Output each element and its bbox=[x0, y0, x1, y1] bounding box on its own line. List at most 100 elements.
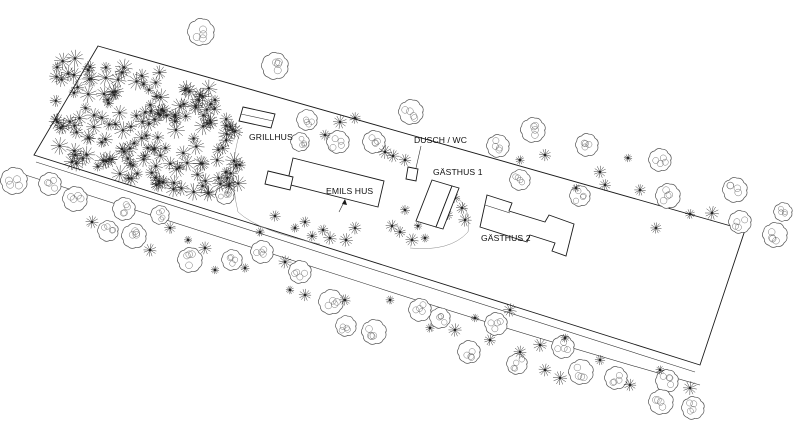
tree-icon bbox=[218, 132, 234, 148]
tree-icon bbox=[339, 323, 346, 330]
tree-icon bbox=[463, 351, 471, 359]
tree-icon bbox=[210, 152, 225, 168]
tree-icon bbox=[339, 294, 351, 306]
tree-icon bbox=[296, 109, 318, 131]
tree-icon bbox=[14, 181, 23, 190]
tree-icon bbox=[585, 141, 593, 148]
building-gasthus-2 bbox=[479, 194, 575, 257]
tree-icon bbox=[150, 179, 163, 191]
tree-icon bbox=[594, 354, 606, 366]
tree-icon bbox=[121, 223, 147, 249]
tree-icon bbox=[151, 88, 170, 106]
tree-icon bbox=[298, 288, 312, 302]
tree-icon bbox=[538, 148, 552, 162]
tree-icon bbox=[285, 285, 295, 295]
tree-icon bbox=[409, 112, 418, 120]
tree-icon bbox=[163, 156, 178, 171]
tree-icon bbox=[317, 224, 329, 236]
tree-icon bbox=[580, 193, 587, 200]
tree-icon bbox=[580, 373, 588, 382]
tree-icon bbox=[733, 184, 742, 192]
tree-icon bbox=[63, 153, 81, 170]
tree-icon bbox=[134, 68, 150, 84]
tree-icon bbox=[193, 88, 207, 102]
tree-icon bbox=[168, 159, 186, 178]
tree-icon bbox=[141, 130, 152, 141]
tree-icon bbox=[616, 372, 623, 379]
tree-icon bbox=[580, 192, 587, 199]
tree-icon bbox=[503, 303, 517, 317]
tree-icon bbox=[80, 102, 92, 114]
tree-icon bbox=[655, 365, 665, 375]
garden-path-east bbox=[409, 194, 469, 249]
tree-icon bbox=[200, 79, 218, 97]
tree-icon bbox=[293, 268, 301, 276]
tree-icon bbox=[223, 192, 230, 198]
tree-icon bbox=[335, 315, 357, 337]
tree-icon bbox=[378, 145, 392, 159]
tree-icon bbox=[291, 270, 299, 277]
building-gasthus-1 bbox=[415, 179, 460, 230]
tree-icon bbox=[513, 359, 520, 366]
tree-icon bbox=[109, 226, 116, 233]
tree-icon bbox=[324, 301, 333, 310]
tree-icon bbox=[77, 195, 85, 203]
tree-icon bbox=[337, 137, 345, 145]
label-dusch-wc: DUSCH / WC bbox=[414, 135, 467, 145]
tree-icon bbox=[112, 197, 136, 221]
road-edge bbox=[35, 161, 696, 373]
tree-icon bbox=[533, 338, 547, 352]
tree-icon bbox=[69, 125, 84, 139]
tree-icon bbox=[368, 134, 376, 142]
tree-icon bbox=[412, 306, 420, 314]
tree-icon bbox=[44, 179, 51, 186]
tree-icon bbox=[188, 250, 196, 258]
tree-icon bbox=[226, 254, 233, 261]
tree-icon bbox=[609, 379, 617, 386]
tree-icon bbox=[124, 203, 131, 211]
tree-icon bbox=[108, 89, 120, 101]
tree-icon bbox=[38, 172, 62, 196]
tree-icon bbox=[726, 181, 735, 190]
tree-icon bbox=[135, 114, 150, 130]
tree-icon bbox=[219, 112, 233, 126]
tree-icon bbox=[54, 71, 70, 87]
tree-icon bbox=[569, 185, 591, 207]
tree-icon bbox=[230, 175, 247, 192]
tree-icon bbox=[338, 327, 345, 334]
tree-icon bbox=[468, 354, 475, 361]
tree-icon bbox=[122, 201, 130, 208]
tree-icon bbox=[179, 84, 191, 96]
tree-icon bbox=[531, 126, 539, 134]
tree-icon bbox=[339, 233, 353, 247]
tree-icon bbox=[413, 221, 423, 231]
tree-icon bbox=[398, 99, 424, 125]
tree-icon bbox=[199, 30, 208, 39]
tree-icon bbox=[436, 314, 443, 321]
emils-hus-outline bbox=[286, 157, 385, 208]
tree-icon bbox=[531, 121, 539, 130]
tree-icon bbox=[410, 114, 419, 122]
tree-icon bbox=[110, 118, 121, 130]
tree-icon bbox=[552, 370, 568, 386]
tree-icon bbox=[188, 138, 205, 155]
tree-icon bbox=[582, 140, 589, 147]
tree-icon bbox=[51, 184, 58, 192]
tree-icon bbox=[225, 191, 232, 198]
tree-icon bbox=[131, 227, 139, 235]
tree-icon bbox=[240, 263, 250, 273]
tree-icon bbox=[323, 231, 337, 245]
tree-icon bbox=[259, 250, 267, 258]
tree-icon bbox=[274, 60, 282, 68]
tree-icon bbox=[171, 97, 190, 115]
tree-icon bbox=[509, 169, 531, 191]
tree-icon bbox=[419, 301, 427, 309]
tree-icon bbox=[202, 112, 218, 129]
tree-icon bbox=[581, 143, 589, 151]
tree-icon bbox=[369, 332, 378, 340]
emils-hus-arrow-head bbox=[342, 199, 347, 205]
tree-icon bbox=[141, 116, 157, 132]
tree-icon bbox=[510, 365, 517, 372]
tree-icon bbox=[593, 165, 607, 179]
tree-icon bbox=[515, 155, 525, 165]
